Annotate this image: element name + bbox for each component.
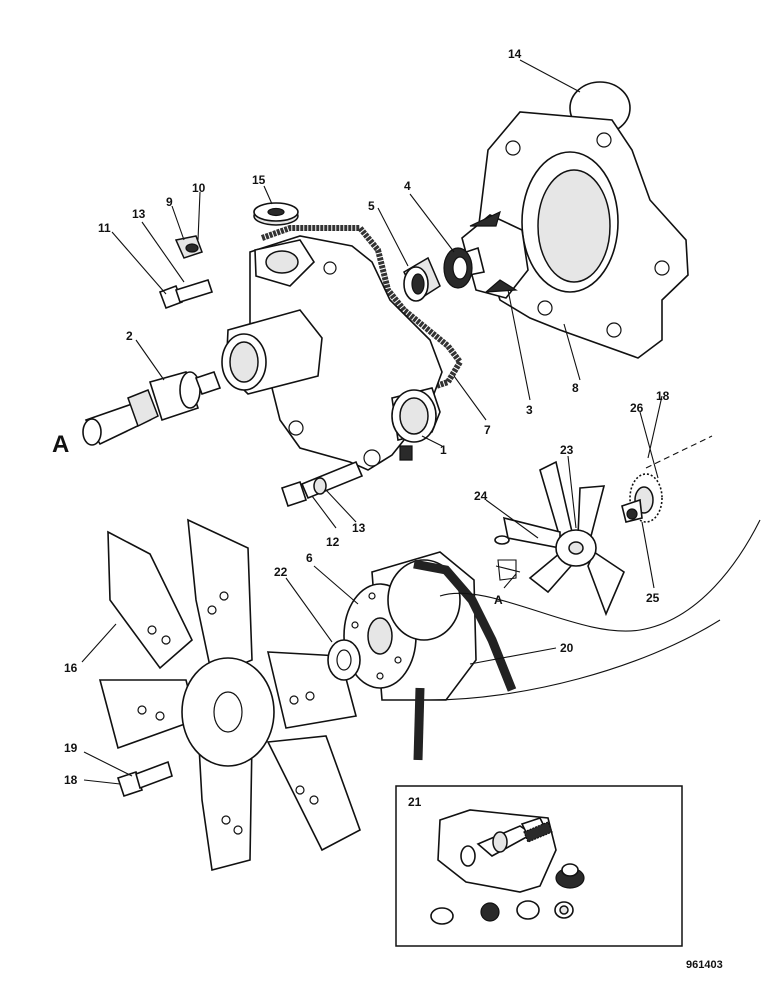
nut-part-15 [253, 202, 299, 226]
inset-label-21: 21 [408, 795, 422, 809]
callout-18-fan-bolt: 18 [64, 773, 78, 787]
belt-part-20 [413, 519, 761, 761]
leader-lines [81, 59, 713, 785]
seal-part-4 [443, 247, 473, 289]
pump-back-plate-part-8 [477, 111, 689, 359]
callout-22: 22 [274, 565, 288, 579]
callout-6: 6 [306, 551, 313, 565]
callout-4: 4 [404, 179, 411, 193]
callout-25: 25 [646, 591, 660, 605]
pulley-part-6 [343, 551, 477, 701]
callout-16: 16 [64, 661, 78, 675]
spindle-part-2 [82, 370, 222, 446]
section-marker-a-right: A [494, 593, 503, 607]
washer-part-22 [327, 639, 361, 681]
inset-kit-part-21 [395, 785, 683, 947]
callout-7: 7 [484, 423, 491, 437]
callout-18-coupling: 18 [656, 389, 670, 403]
callout-19: 19 [64, 741, 78, 755]
callout-24: 24 [474, 489, 488, 503]
small-fan-part-23 [502, 460, 625, 617]
callout-15: 15 [252, 173, 266, 187]
callout-26: 26 [630, 401, 644, 415]
callout-5: 5 [368, 199, 375, 213]
callout-9: 9 [166, 195, 173, 209]
callout-23: 23 [560, 443, 574, 457]
bolt-part-11-13 [158, 279, 214, 310]
callout-8: 8 [572, 381, 579, 395]
reference-number: 961403 [686, 959, 723, 971]
callout-11: 11 [98, 221, 111, 235]
callout-14: 14 [508, 47, 522, 61]
bolt-part-12-13 [280, 460, 364, 508]
callout-labels: 1 2 3 4 5 6 7 8 9 10 11 12 13 13 14 15 1… [52, 47, 723, 971]
callout-20: 20 [560, 641, 574, 655]
callout-3: 3 [526, 403, 533, 417]
bearing-ring-part-5 [403, 256, 441, 302]
section-marker-a-left: A [52, 431, 69, 458]
callout-2: 2 [126, 329, 133, 343]
fan-part-16 [98, 518, 361, 872]
fan-bolt-part-18-19 [116, 760, 173, 798]
viscous-coupling-part-25 [621, 473, 663, 523]
plug-part-9-10 [174, 235, 203, 259]
callout-13-upper: 13 [132, 207, 146, 221]
callout-1: 1 [440, 443, 447, 457]
callout-12: 12 [326, 535, 340, 549]
callout-13-lower: 13 [352, 521, 366, 535]
section-markers [503, 573, 517, 589]
bracket-part-24 [494, 535, 521, 581]
callout-10: 10 [192, 181, 206, 195]
pump-body-part-1 [221, 235, 443, 471]
